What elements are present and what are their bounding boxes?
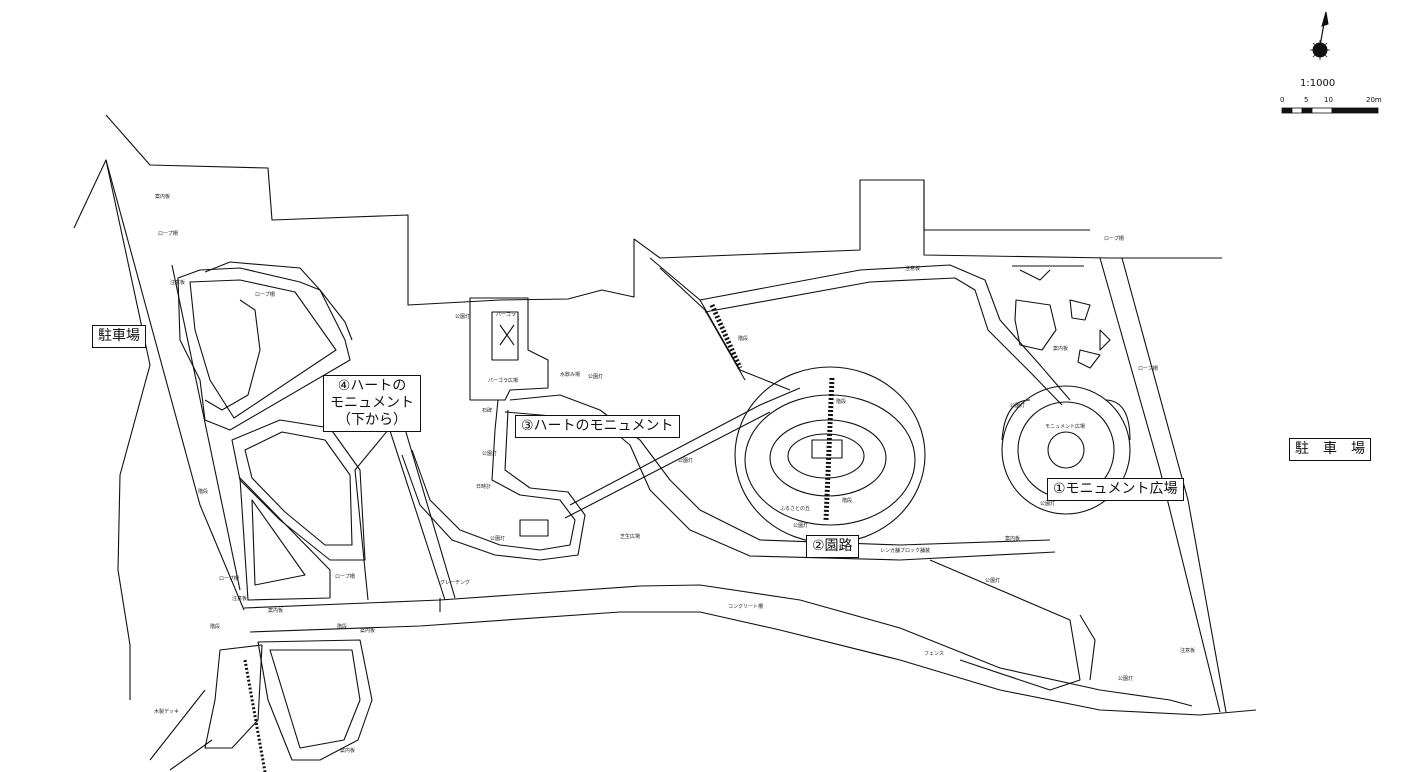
label-stone-monument: 石碑	[482, 407, 492, 414]
park-boundary-right	[1099, 257, 1221, 713]
label-hill: ふるさとの丘	[780, 505, 810, 512]
parking-left-outline	[73, 159, 151, 700]
north-arrow-icon	[1310, 11, 1330, 60]
label-stairs-4: 階段	[198, 488, 208, 495]
scale-tick-20m: 20m	[1366, 96, 1382, 104]
label-park-light-6: 公園灯	[793, 522, 808, 529]
rock-1	[1014, 299, 1057, 351]
label-guide-board-2: 案内板	[1053, 345, 1068, 352]
main-road-lower	[249, 611, 1257, 716]
label-rope-fence-5: ロープ柵	[335, 573, 355, 580]
park-boundary-top	[105, 114, 1090, 306]
label-heart-monument[interactable]: ③ハートのモニュメント	[515, 415, 680, 438]
label-notice-board-1: 注意板	[905, 265, 920, 272]
label-concrete-fence: コンクリート柵	[728, 603, 763, 610]
label-stairs-5: 階段	[210, 623, 220, 630]
label-guide-board-3: 案内板	[1005, 535, 1020, 542]
pergola-curve-path	[411, 399, 576, 551]
lower-lawn-boundary	[929, 559, 1081, 691]
label-heart-monument-below-line1: ④ハートの	[337, 378, 407, 394]
label-notice-board-3: 注意板	[1180, 647, 1195, 654]
triangle-pond	[239, 477, 331, 601]
label-guide-board-5: 案内板	[360, 627, 375, 634]
label-park-light-4: 公園灯	[482, 450, 497, 457]
label-park-light-8: 公園灯	[1118, 675, 1133, 682]
label-pergola-plaza: パーゴラ広場	[488, 377, 518, 384]
label-stairs-2: 階段	[836, 398, 846, 405]
scale-bar	[1281, 107, 1379, 114]
label-guide-board-6: 案内板	[340, 747, 355, 754]
label-park-light-10: 公園灯	[1040, 500, 1055, 507]
label-fence: フェンス	[924, 651, 944, 657]
label-grating: グレーチング	[440, 579, 470, 586]
scale-ratio: 1:1000	[1300, 78, 1336, 89]
label-monument-plaza[interactable]: ①モニュメント広場	[1047, 478, 1184, 501]
label-wooden-deck: 木製デッキ	[154, 708, 179, 715]
label-rope-fence-2: ロープ柵	[255, 291, 275, 298]
pergola-plaza-outline	[469, 297, 549, 401]
label-rope-fence-6: ロープ柵	[219, 575, 239, 582]
lower-pond-2	[257, 639, 373, 761]
label-heart-monument-below-line3: （下から）	[337, 412, 407, 428]
label-park-light-5: 公園灯	[490, 535, 505, 542]
label-park-light-9: 公園灯	[1010, 402, 1025, 409]
label-guide-board-1: 案内板	[155, 193, 170, 200]
lower-pond-1	[204, 644, 263, 749]
monument-plaza-outer	[1001, 385, 1131, 515]
main-road-upper	[243, 584, 1193, 707]
park-boundary-top-right	[923, 180, 1222, 259]
label-heart-monument-below[interactable]: ④ハートの モニュメント （下から）	[323, 375, 421, 432]
label-guide-board-4: 案内板	[268, 607, 283, 614]
label-monument-plaza-small: モニュメント広場	[1045, 423, 1085, 430]
scale-tick-5: 5	[1304, 96, 1309, 104]
label-notice-board-2: 注意板	[170, 279, 185, 286]
label-lawn: 芝生広場	[620, 533, 640, 540]
label-park-light-2: 公園灯	[588, 373, 603, 380]
park-boundary-left	[105, 159, 245, 611]
hill-stairs	[823, 377, 835, 521]
label-rope-fence-4: ロープ柵	[1138, 365, 1158, 372]
label-path[interactable]: ②園路	[806, 535, 859, 558]
label-parking-left: 駐車場	[92, 325, 146, 348]
label-heart-monument-below-line2: モニュメント	[330, 395, 414, 411]
left-pond-outline	[177, 267, 351, 431]
center-left-pond	[231, 419, 366, 561]
label-drinking-fountain: 水飲み場	[560, 371, 580, 378]
label-brick-paving: レンガ舗ブロック舗装	[880, 547, 930, 554]
label-park-light-7: 公園灯	[985, 577, 1000, 584]
label-park-light-1: 公園灯	[455, 313, 470, 320]
scale-tick-0: 0	[1280, 96, 1285, 104]
label-sundial: 日時計	[476, 483, 491, 490]
label-park-light-3: 公園灯	[678, 457, 693, 464]
label-stairs-6: 階段	[337, 623, 347, 630]
label-rope-fence-3: ロープ柵	[1104, 235, 1124, 242]
label-stairs-1: 階段	[738, 335, 748, 342]
label-rope-fence-1: ロープ柵	[158, 230, 178, 237]
label-pergola: パーゴラ	[496, 311, 516, 318]
label-parking-right: 駐 車 場	[1289, 438, 1371, 461]
label-stairs-3: 階段	[842, 497, 852, 504]
label-notice-board-4: 注意板	[232, 595, 247, 602]
scale-tick-10: 10	[1324, 96, 1333, 104]
